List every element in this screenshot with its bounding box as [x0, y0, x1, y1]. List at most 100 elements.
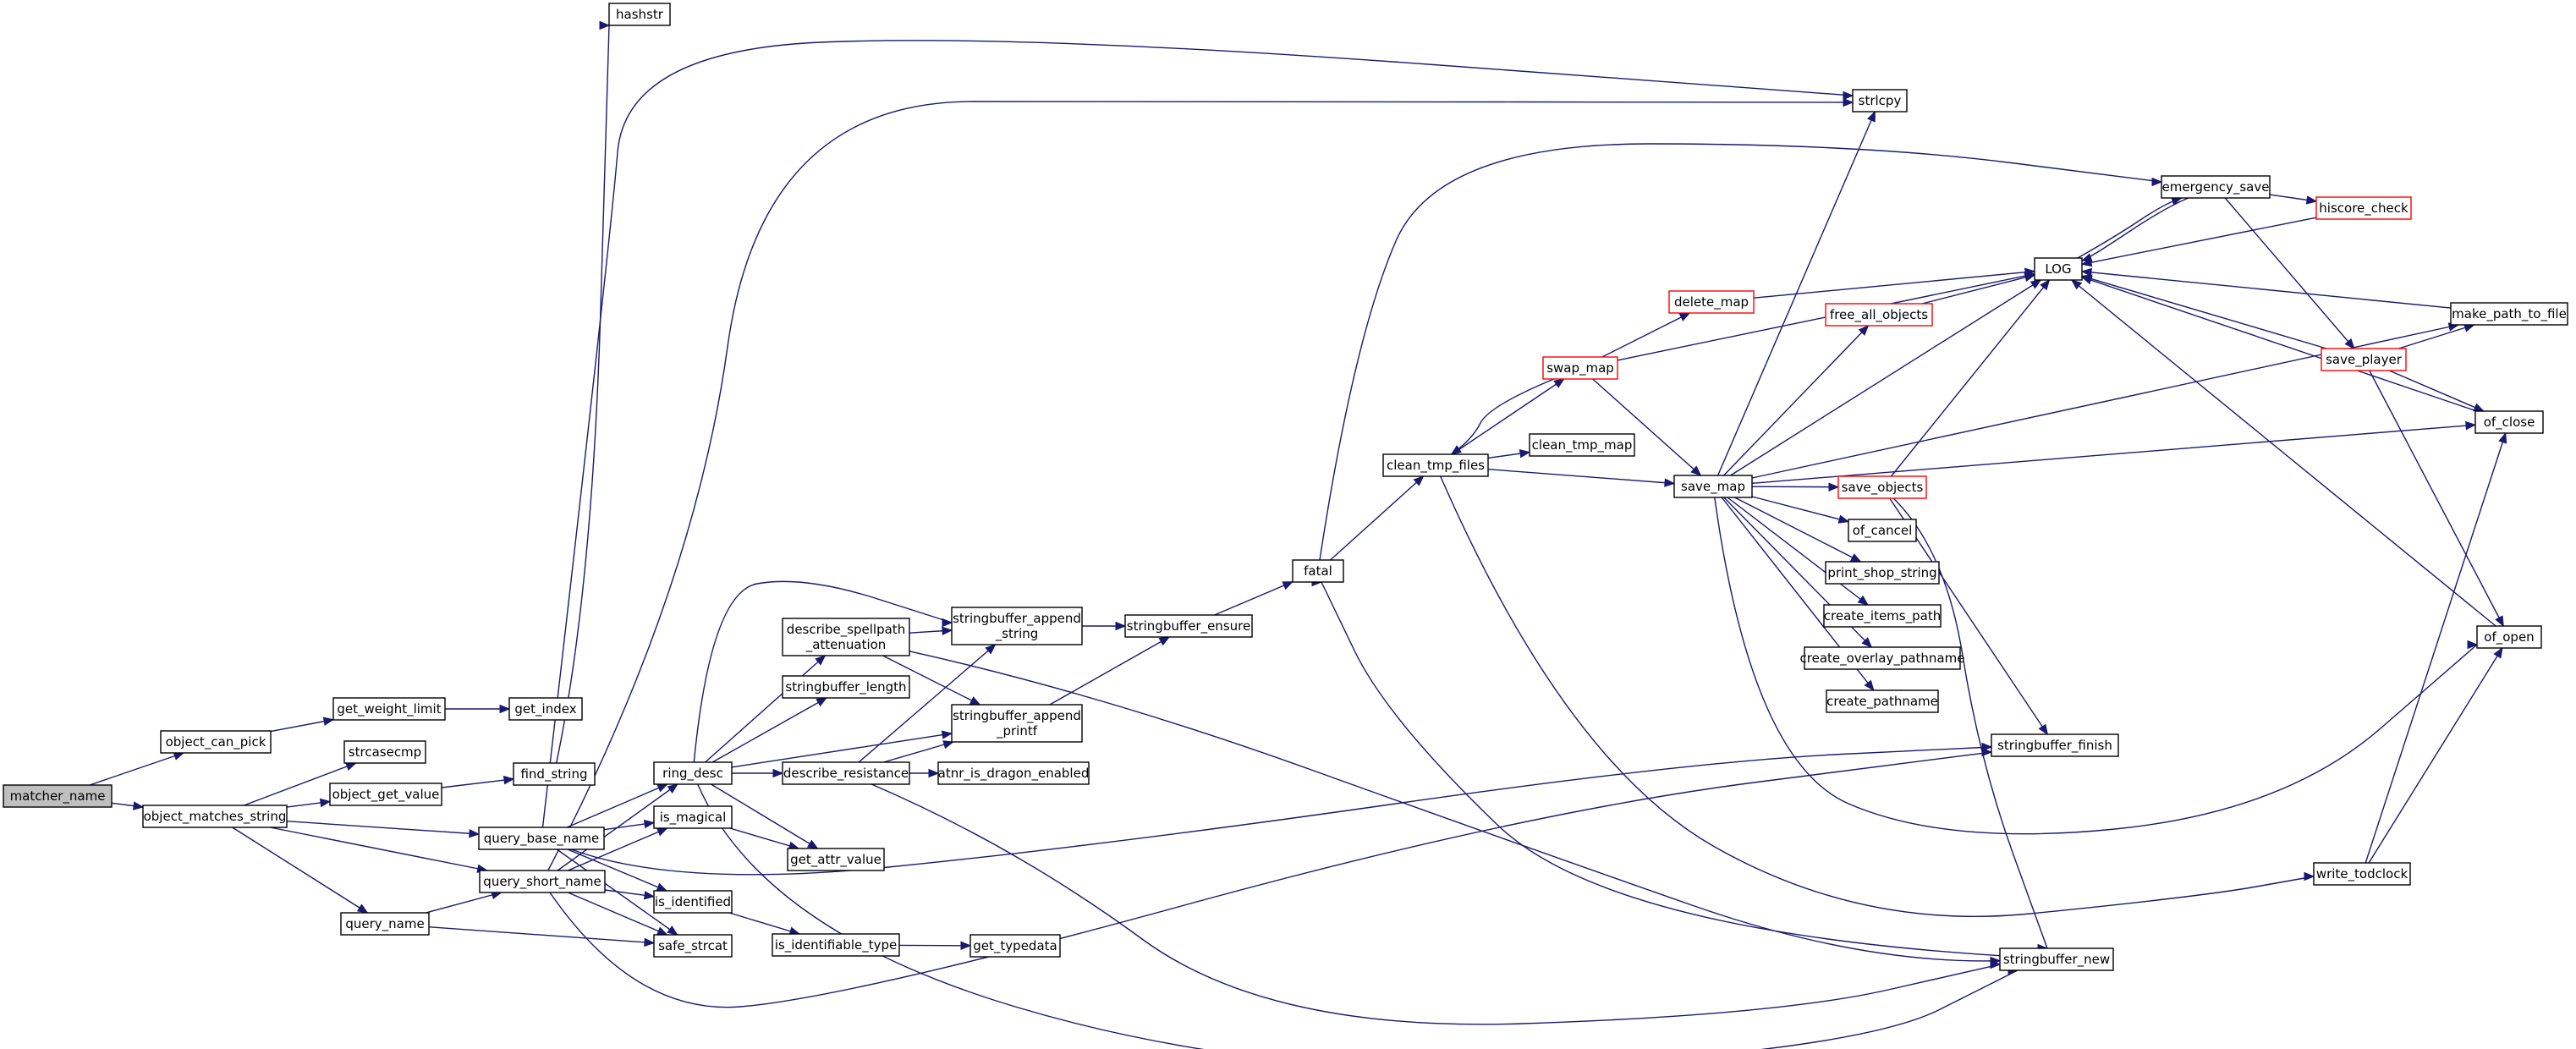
- node-of_cancel[interactable]: of_cancel: [1848, 519, 1917, 542]
- node-emergency_save[interactable]: emergency_save: [2161, 175, 2271, 199]
- node-box: [1382, 453, 1489, 477]
- node-box: [479, 870, 606, 893]
- node-box: [969, 934, 1061, 958]
- node-is_identified[interactable]: is_identified: [653, 890, 733, 914]
- node-label: ring_desc: [662, 766, 723, 782]
- edge-arrowhead: [1849, 553, 1862, 563]
- edge-line: [728, 912, 800, 935]
- node-describe_spellpath_attenuation[interactable]: describe_spellpath_attenuation: [782, 618, 910, 656]
- edge-arrowhead: [1857, 595, 1870, 606]
- nodes-layer: matcher_name object_can_pick object_matche…: [3, 3, 2568, 971]
- edge-arrowhead: [1553, 378, 1565, 388]
- node-query_base_name[interactable]: query_base_name: [478, 827, 605, 850]
- node-create_items_path[interactable]: create_items_path: [1823, 604, 1942, 628]
- node-clean_tmp_map[interactable]: clean_tmp_map: [1529, 433, 1635, 457]
- edge-line: [1751, 424, 2476, 484]
- node-create_pathname[interactable]: create_pathname: [1826, 689, 1939, 713]
- node-label: _string: [995, 626, 1039, 642]
- node-stringbuffer_finish[interactable]: stringbuffer_finish: [1991, 733, 2119, 757]
- node-LOG[interactable]: LOG: [2034, 257, 2083, 281]
- edge-describe_spellpath_attenuation-to-stringbuffer_append_printf: [882, 655, 981, 706]
- edge-emergency_save-to-hiscore_check: [2269, 194, 2318, 205]
- node-query_short_name[interactable]: query_short_name: [479, 870, 606, 893]
- node-get_weight_limit[interactable]: get_weight_limit: [332, 697, 446, 721]
- node-strlcpy[interactable]: strlcpy: [1852, 89, 1908, 113]
- edge-free_all_objects-to-LOG: [1921, 272, 2036, 305]
- edge-arrowhead: [942, 618, 953, 628]
- edge-line: [428, 926, 655, 944]
- node-save_objects[interactable]: save_objects: [1837, 475, 1927, 499]
- node-swap_map[interactable]: swap_map: [1542, 356, 1618, 380]
- edge-line: [1330, 475, 1424, 561]
- node-write_todclock[interactable]: write_todclock: [2313, 862, 2411, 886]
- edge-save_map-to-save_objects: [1751, 482, 1840, 492]
- edge-line: [1714, 497, 2478, 835]
- node-make_path_to_file[interactable]: make_path_to_file: [2450, 302, 2568, 326]
- node-is_magical[interactable]: is_magical: [653, 805, 733, 829]
- edge-line: [909, 651, 2001, 962]
- node-label: object_can_pick: [166, 734, 266, 750]
- node-create_overlay_pathname[interactable]: create_overlay_pathname: [1800, 646, 1965, 670]
- node-get_typedata[interactable]: get_typedata: [969, 934, 1061, 958]
- node-label: LOG: [2045, 261, 2071, 277]
- edge-arrowhead: [2495, 615, 2504, 628]
- node-get_attr_value[interactable]: get_attr_value: [787, 848, 885, 871]
- node-object_can_pick[interactable]: object_can_pick: [160, 730, 272, 754]
- node-strcasecmp[interactable]: strcasecmp: [343, 740, 426, 764]
- node-of_close[interactable]: of_close: [2474, 410, 2544, 434]
- edge-stringbuffer_new-to-fatal: [1311, 577, 2001, 957]
- edge-query_base_name-to-is_magical: [603, 819, 656, 831]
- node-stringbuffer_append_printf[interactable]: stringbuffer_append_printf: [951, 704, 1083, 743]
- node-query_name[interactable]: query_name: [340, 912, 430, 936]
- edge-line: [1716, 111, 1876, 476]
- node-get_index[interactable]: get_index: [508, 697, 583, 721]
- node-box: [782, 675, 910, 699]
- node-find_string[interactable]: find_string: [513, 762, 596, 786]
- node-box: [1991, 733, 2119, 757]
- node-is_identifiable_type[interactable]: is_identifiable_type: [772, 933, 900, 957]
- edge-clean_tmp_files-to-save_map: [1487, 469, 1676, 487]
- node-print_shop_string[interactable]: print_shop_string: [1825, 561, 1940, 585]
- node-delete_map[interactable]: delete_map: [1668, 290, 1755, 314]
- node-of_open[interactable]: of_open: [2476, 625, 2542, 649]
- node-free_all_objects[interactable]: free_all_objects: [1825, 303, 1933, 327]
- node-save_map[interactable]: save_map: [1673, 475, 1753, 498]
- node-hiscore_check[interactable]: hiscore_check: [2315, 196, 2412, 220]
- node-describe_resistance[interactable]: describe_resistance: [782, 761, 910, 785]
- edge-clean_tmp_files-to-swap_map: [1451, 378, 1565, 455]
- edge-arrowhead: [2498, 431, 2507, 444]
- edge-arrowhead: [1519, 449, 1531, 459]
- edge-fatal-to-emergency_save: [1319, 143, 2163, 561]
- node-fatal[interactable]: fatal: [1292, 559, 1344, 583]
- edge-hiscore_check-to-LOG: [2080, 217, 2317, 267]
- node-hashstr[interactable]: hashstr: [608, 3, 671, 26]
- node-save_player[interactable]: save_player: [2321, 348, 2407, 371]
- node-matcher_name[interactable]: matcher_name: [3, 784, 113, 808]
- edge-line: [693, 580, 953, 763]
- node-object_matches_string[interactable]: object_matches_string: [142, 805, 288, 828]
- edge-line: [697, 783, 2019, 1049]
- edge-arrowhead: [643, 891, 656, 900]
- node-box: [343, 740, 426, 764]
- edge-arrowhead: [942, 740, 954, 750]
- node-safe_strcat[interactable]: safe_strcat: [653, 934, 733, 958]
- edge-save_map-to-LOG: [1730, 279, 2042, 476]
- node-label: hashstr: [616, 7, 664, 22]
- node-label: matcher_name: [10, 788, 106, 805]
- edge-matcher_name-to-object_can_pick: [89, 751, 185, 786]
- edge-save_map-to-of_close: [1751, 420, 2477, 484]
- edge-describe_resistance-to-stringbuffer_new: [871, 783, 2002, 1025]
- node-stringbuffer_length[interactable]: stringbuffer_length: [782, 675, 910, 699]
- node-stringbuffer_append_string[interactable]: stringbuffer_append_string: [951, 607, 1083, 645]
- node-object_get_value[interactable]: object_get_value: [329, 783, 442, 806]
- node-label: delete_map: [1674, 294, 1749, 310]
- node-ring_desc[interactable]: ring_desc: [653, 761, 733, 785]
- node-atnr_is_dragon_enabled[interactable]: atnr_is_dragon_enabled: [937, 761, 1090, 785]
- node-label: hiscore_check: [2319, 200, 2408, 217]
- node-label: of_close: [2484, 415, 2535, 431]
- node-box: [951, 607, 1083, 645]
- node-stringbuffer_new[interactable]: stringbuffer_new: [1999, 947, 2114, 971]
- node-stringbuffer_ensure[interactable]: stringbuffer_ensure: [1124, 614, 1253, 638]
- edge-make_path_to_file-to-LOG: [2080, 267, 2452, 309]
- node-clean_tmp_files[interactable]: clean_tmp_files: [1382, 453, 1489, 477]
